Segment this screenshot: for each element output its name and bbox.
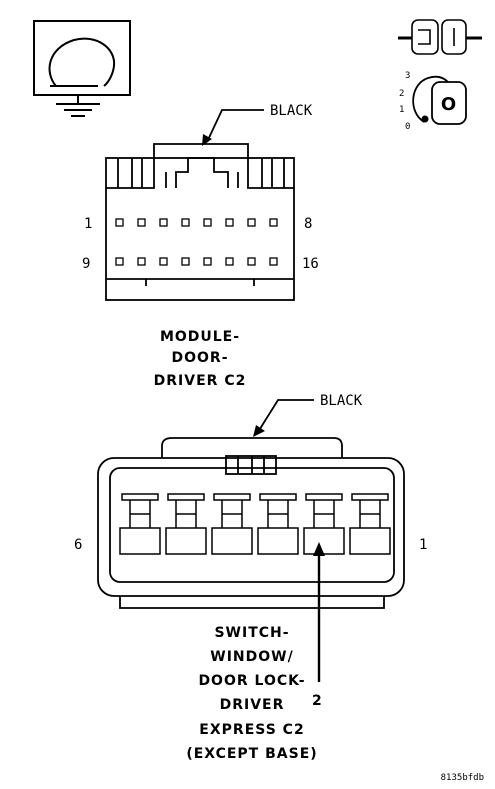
top-pin-label-1: 1 bbox=[84, 216, 92, 232]
bottom-connector bbox=[97, 399, 405, 609]
top-connector-name-line-1: MODULE- bbox=[160, 329, 240, 345]
wire-callout bbox=[313, 542, 325, 682]
bottom-pin-label-1: 1 bbox=[419, 537, 427, 553]
ignition-position-1: 1 bbox=[399, 105, 404, 115]
top-pin-label-8: 8 bbox=[304, 216, 312, 232]
top-connector-name-line-2: DOOR- bbox=[171, 350, 228, 366]
bottom-connector-color-label: BLACK bbox=[320, 393, 363, 409]
bottom-pin-label-6: 6 bbox=[74, 537, 82, 553]
ground-icon bbox=[33, 20, 131, 117]
bottom-connector-name-line-4: DRIVER bbox=[220, 697, 285, 713]
wire-pin-label: 2 bbox=[312, 693, 323, 709]
cavity-3 bbox=[257, 493, 299, 555]
ignition-position-3: 3 bbox=[405, 71, 410, 81]
cavity-5 bbox=[165, 493, 207, 555]
top-pin-label-9: 9 bbox=[82, 256, 90, 272]
cavity-2 bbox=[303, 493, 345, 555]
top-connector-name-line-3: DRIVER C2 bbox=[154, 373, 247, 389]
bottom-connector-cavities bbox=[119, 493, 391, 555]
figure-code: 8135bfdb bbox=[441, 773, 484, 783]
bottom-connector-name-line-2: WINDOW/ bbox=[210, 649, 293, 665]
top-connector-pins bbox=[115, 218, 278, 266]
cavity-6 bbox=[119, 493, 161, 555]
ignition-position-2: 2 bbox=[399, 89, 404, 99]
bottom-connector-name-line-5: EXPRESS C2 bbox=[199, 722, 304, 738]
bottom-connector-name-line-1: SWITCH- bbox=[214, 625, 289, 641]
bottom-connector-name-line-3: DOOR LOCK- bbox=[198, 673, 305, 689]
fuse-connector-icon bbox=[398, 19, 482, 55]
ignition-position-0: 0 bbox=[405, 122, 410, 132]
top-pin-label-16: 16 bbox=[302, 256, 319, 272]
top-connector bbox=[105, 109, 295, 301]
bottom-connector-name-line-6: (EXCEPT BASE) bbox=[186, 746, 317, 762]
cavity-1 bbox=[349, 493, 391, 555]
ignition-switch-icon: O 3 2 1 0 bbox=[399, 71, 467, 132]
cavity-4 bbox=[211, 493, 253, 555]
ignition-key-letter: O bbox=[441, 94, 457, 115]
top-connector-color-label: BLACK bbox=[270, 103, 313, 119]
